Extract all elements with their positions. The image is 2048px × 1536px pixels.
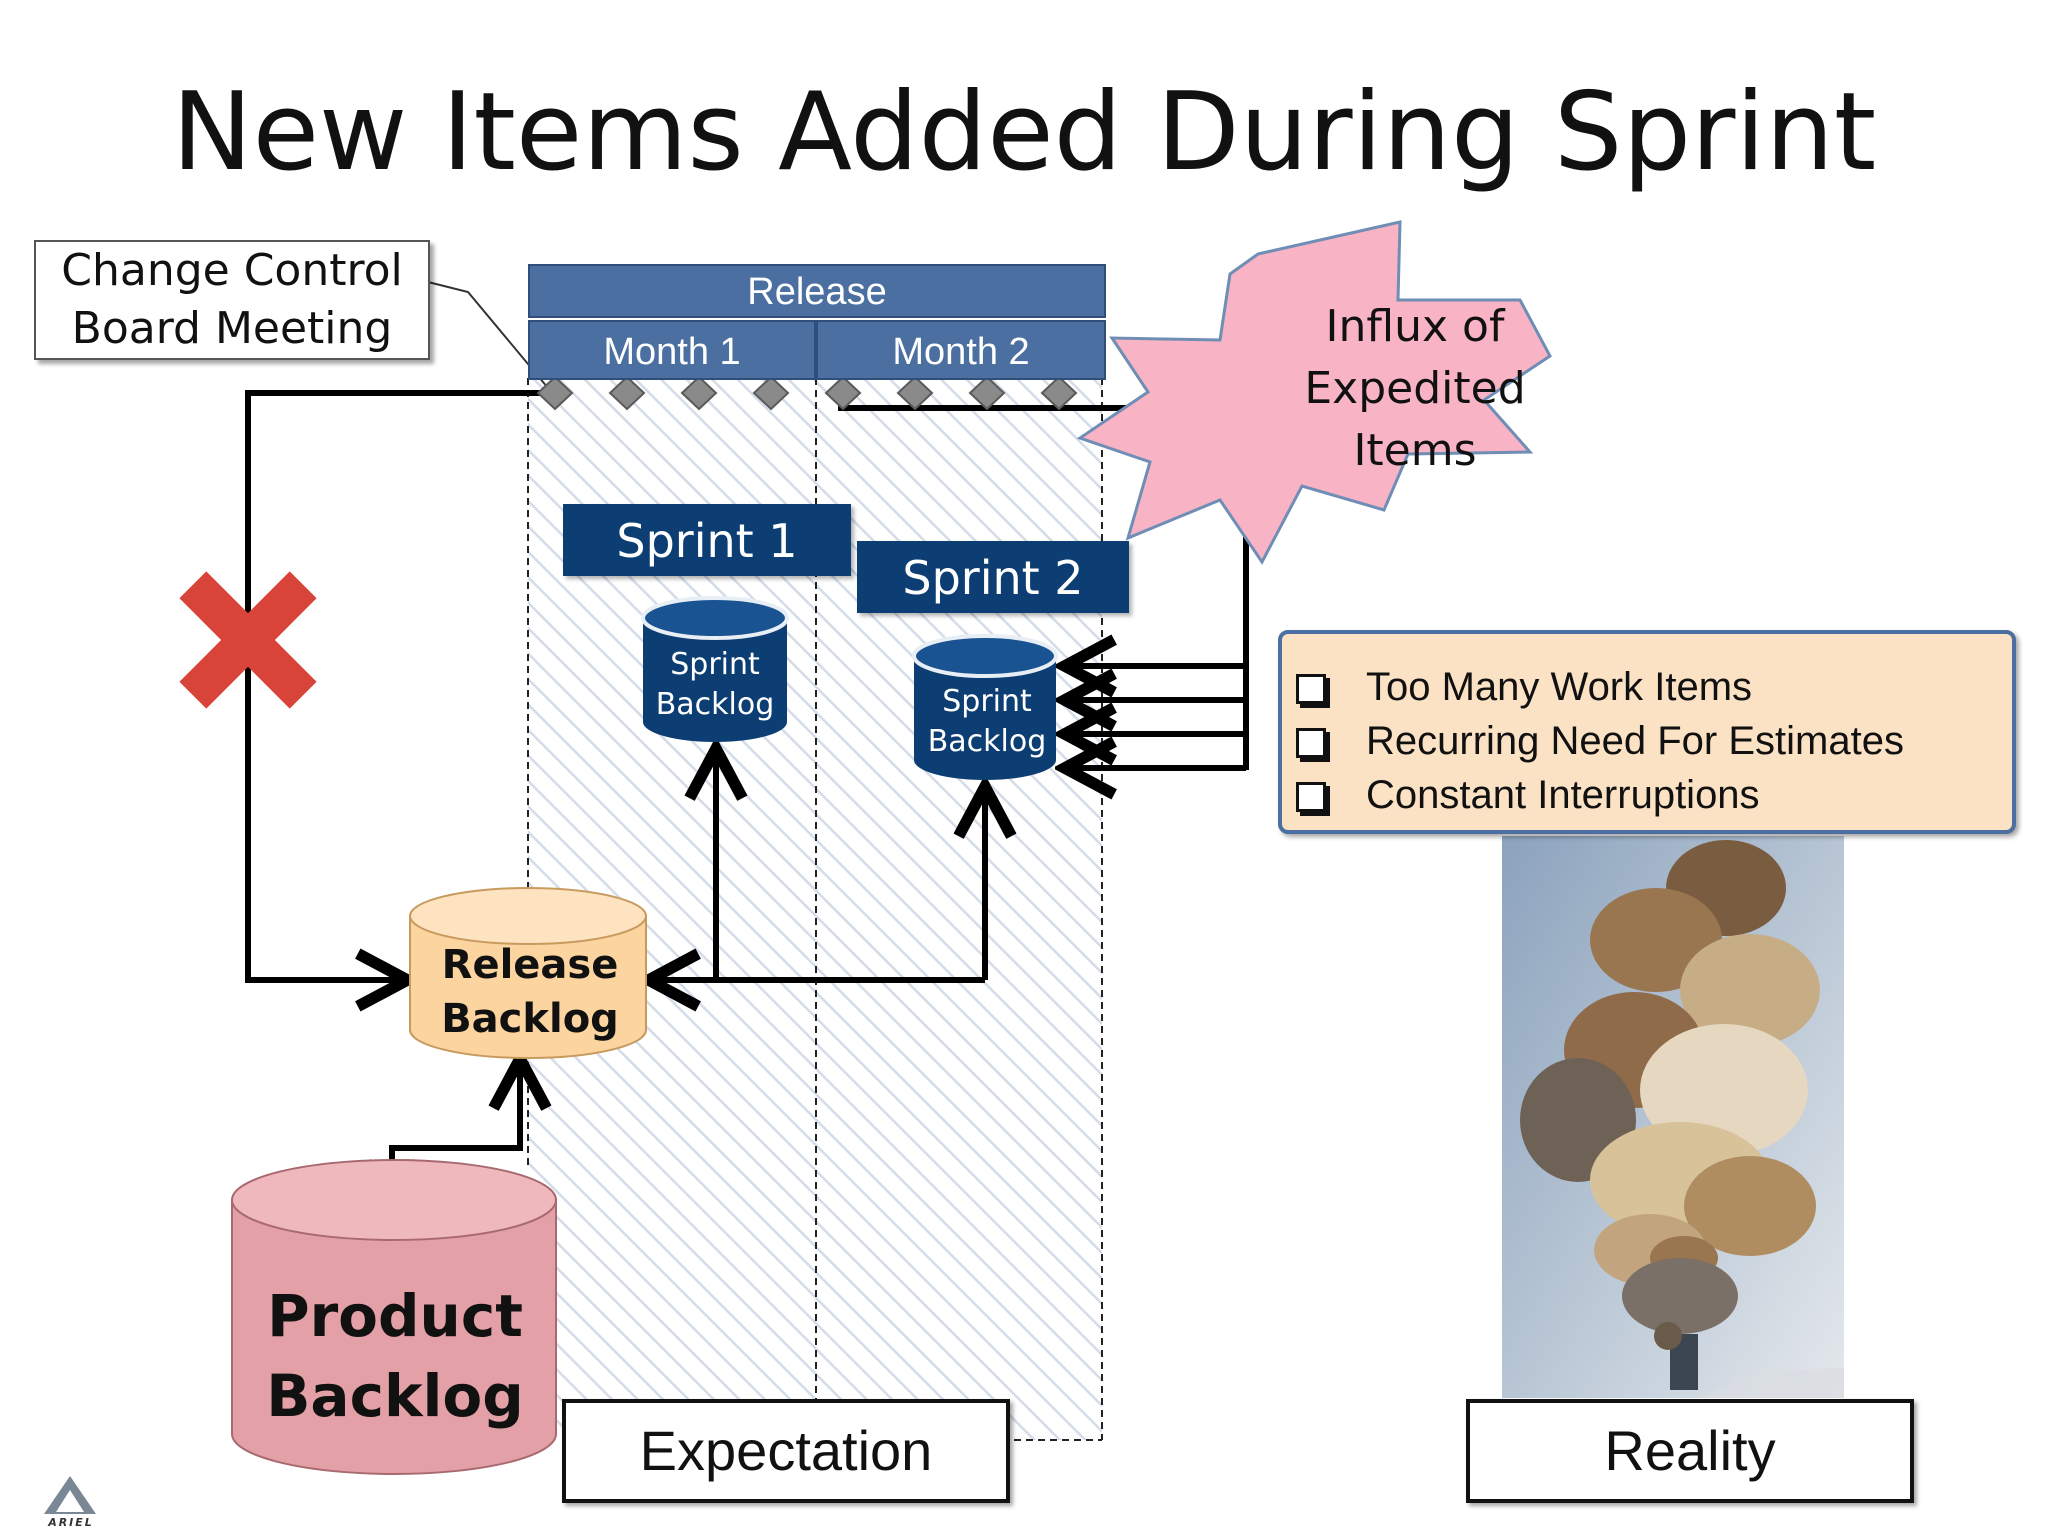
- milestone-diamond-icon: [824, 375, 862, 411]
- sprint-2-backlog-line2: Backlog: [927, 724, 1047, 759]
- ccb-loop-line: [245, 390, 550, 980]
- month-1-bar: Month 1: [528, 320, 816, 380]
- reality-item-text: Too Many Work Items: [1366, 665, 1753, 709]
- milestone-diamond-icon: [680, 375, 718, 411]
- product-backlog-cylinder: [231, 1159, 557, 1475]
- sprint-2-backlog-line1: Sprint: [942, 684, 1032, 719]
- reality-item: Constant Interruptions: [1282, 768, 2012, 822]
- change-control-box: Change Control Board Meeting: [34, 240, 430, 360]
- ariel-logo-text: ARIEL: [48, 1516, 94, 1529]
- influx-burst: [1076, 220, 1552, 565]
- change-control-line2: Board Meeting: [71, 303, 393, 354]
- milestone-diamond-icon: [608, 375, 646, 411]
- influx-line2: Expedited: [1304, 363, 1526, 414]
- product-backlog-line2: Backlog: [266, 1362, 524, 1430]
- x-mark-icon: [179, 571, 317, 709]
- influx-line3: Items: [1353, 425, 1477, 476]
- reality-item: Too Many Work Items: [1282, 660, 2012, 714]
- sprint-1-backlog-line2: Backlog: [655, 687, 775, 722]
- change-control-line1: Change Control: [61, 245, 403, 296]
- sprint-1-backlog-text: Sprint Backlog: [640, 645, 790, 725]
- release-backlog-cylinder: [409, 887, 647, 1059]
- release-backlog-line2: Backlog: [441, 996, 619, 1042]
- sprint-1-label: Sprint 1: [563, 504, 851, 576]
- milestone-diamond-icon: [536, 375, 574, 411]
- checkbox-icon: [1296, 728, 1326, 758]
- influx-text: Influx of Expedited Items: [1270, 296, 1560, 482]
- milestone-diamond-icon: [752, 375, 790, 411]
- reality-photo: [1502, 836, 1844, 1398]
- sprint-1-backlog-line1: Sprint: [670, 647, 760, 682]
- sprint-2-backlog-text: Sprint Backlog: [912, 682, 1062, 762]
- sprint-2-label: Sprint 2: [857, 541, 1129, 613]
- release-backlog-line1: Release: [441, 942, 619, 988]
- milestone-diamond-icon: [968, 375, 1006, 411]
- checkbox-icon: [1296, 782, 1326, 812]
- slide-title: New Items Added During Sprint: [171, 70, 1877, 195]
- milestone-diamonds: [536, 375, 1078, 411]
- release-bar: Release: [528, 264, 1106, 318]
- reality-item-text: Recurring Need For Estimates: [1366, 719, 1904, 763]
- expectation-label: Expectation: [562, 1399, 1010, 1503]
- month-2-bar: Month 2: [816, 320, 1106, 380]
- product-backlog-text: Product Backlog: [230, 1276, 560, 1436]
- reality-item: Recurring Need For Estimates: [1282, 714, 2012, 768]
- product-backlog-line1: Product: [267, 1282, 523, 1350]
- milestone-diamond-icon: [896, 375, 934, 411]
- sprint2-backlog-cylinder: [912, 634, 1058, 780]
- influx-line1: Influx of: [1325, 301, 1505, 352]
- sprint1-backlog-cylinder: [641, 596, 789, 742]
- milestone-diamond-icon: [1040, 375, 1078, 411]
- ariel-logo-icon: [44, 1476, 96, 1514]
- change-control-leader: [427, 281, 549, 389]
- checkbox-icon: [1296, 674, 1326, 704]
- reality-label: Reality: [1466, 1399, 1914, 1503]
- reality-problems-box: Too Many Work Items Recurring Need For E…: [1278, 630, 2016, 834]
- reality-item-text: Constant Interruptions: [1366, 773, 1760, 817]
- release-backlog-text: Release Backlog: [410, 938, 650, 1046]
